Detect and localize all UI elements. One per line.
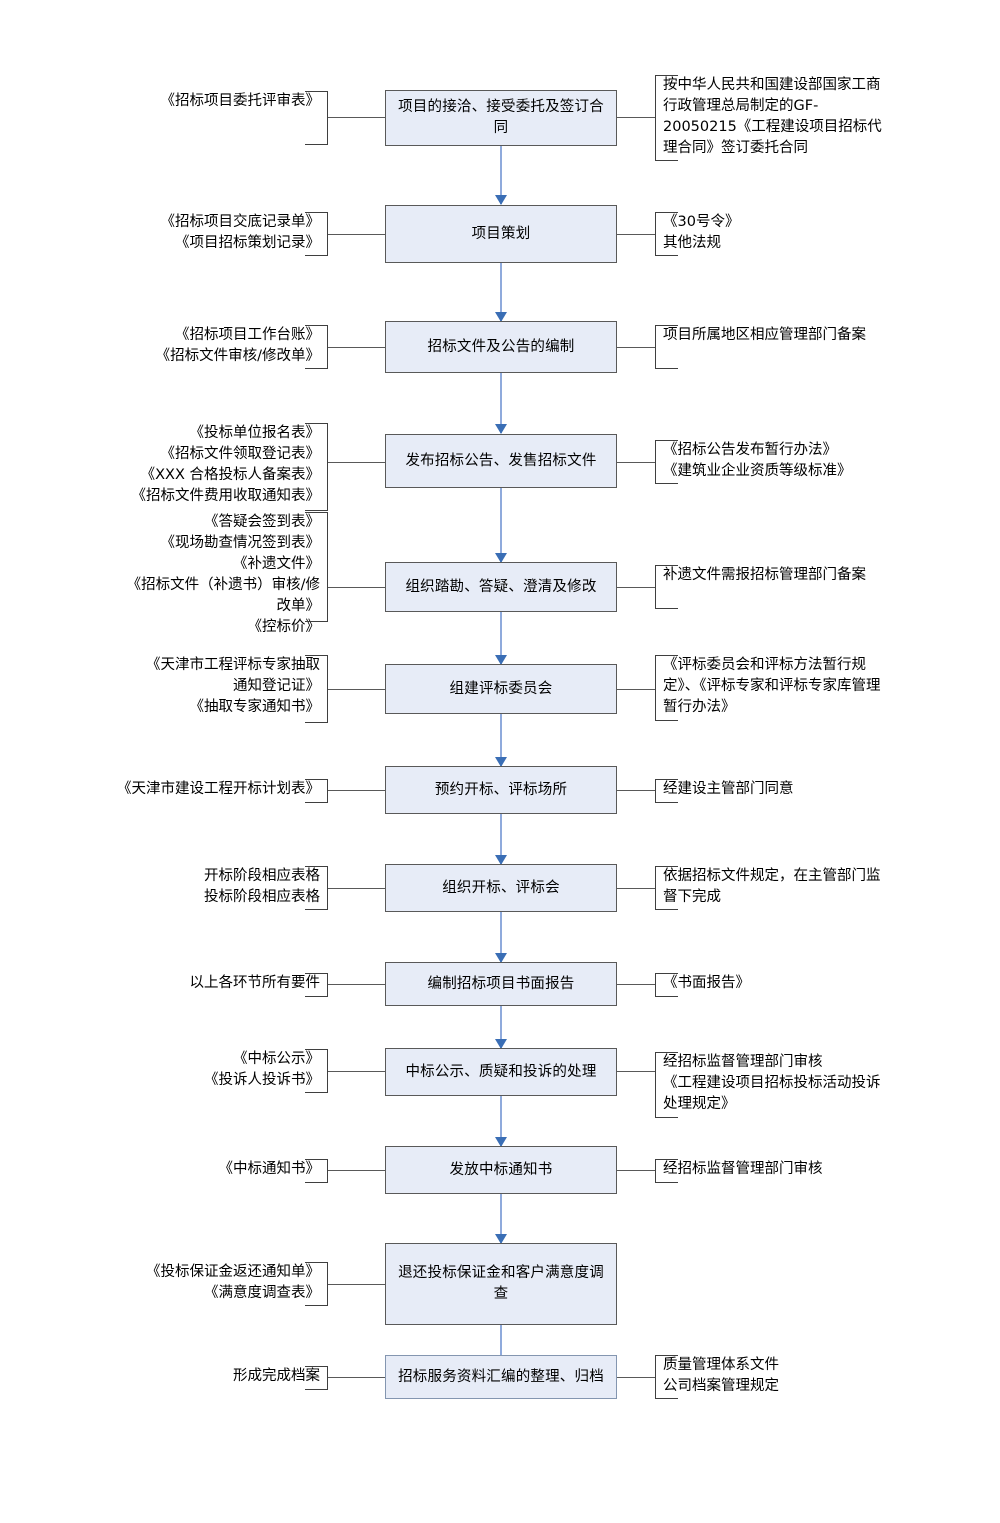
- connector-left-step-5: [328, 587, 385, 589]
- annotation-note-step-10: 经招标监督管理部门审核 《工程建设项目招标投标活动投诉处理规定》: [655, 1052, 891, 1119]
- connector-right-step-13: [617, 1377, 655, 1379]
- arrow-step-6-to-7: [500, 714, 503, 766]
- annotation-note-step-4: 《招标公告发布暂行办法》 《建筑业企业资质等级标准》: [655, 440, 891, 485]
- annotation-input-step-6: 《天津市工程评标专家抽取通知登记证》 《抽取专家通知书》: [140, 655, 328, 724]
- connector-right-step-6: [617, 689, 655, 691]
- arrow-step-11-to-12: [500, 1194, 503, 1243]
- connector-left-step-9: [328, 984, 385, 986]
- annotation-note-step-8: 依据招标文件规定，在主管部门监督下完成: [655, 866, 891, 911]
- connector-right-step-9: [617, 984, 655, 986]
- process-node-step-6[interactable]: 组建评标委员会: [385, 664, 617, 714]
- annotation-note-step-1: 按中华人民共和国建设部国家工商行政管理总局制定的GF-20050215《工程建设…: [655, 75, 891, 162]
- process-node-step-8[interactable]: 组织开标、评标会: [385, 864, 617, 912]
- process-node-step-13[interactable]: 招标服务资料汇编的整理、归档: [385, 1355, 617, 1399]
- process-node-step-9[interactable]: 编制招标项目书面报告: [385, 962, 617, 1006]
- process-node-step-5[interactable]: 组织踏勘、答疑、澄清及修改: [385, 562, 617, 612]
- connector-right-step-2: [617, 234, 655, 236]
- annotation-input-step-1: 《招标项目委托评审表》: [150, 91, 328, 146]
- annotation-input-step-7: 《天津市建设工程开标计划表》: [106, 779, 328, 804]
- connector-left-step-3: [328, 347, 385, 349]
- connector-right-step-11: [617, 1170, 655, 1172]
- process-node-step-12[interactable]: 退还投标保证金和客户满意度调查: [385, 1243, 617, 1325]
- annotation-input-step-3: 《招标项目工作台账》 《招标文件审核/修改单》: [138, 325, 328, 370]
- connector-left-step-6: [328, 689, 385, 691]
- process-node-step-3[interactable]: 招标文件及公告的编制: [385, 321, 617, 373]
- annotation-note-step-6: 《评标委员会和评标方法暂行规定》、《评标专家和评标专家库管理暂行办法》: [655, 655, 891, 722]
- connector-left-step-1: [328, 117, 385, 119]
- connector-left-step-12: [328, 1284, 385, 1286]
- arrow-step-2-to-3: [500, 263, 503, 321]
- annotation-note-step-13: 质量管理体系文件 公司档案管理规定: [655, 1355, 891, 1400]
- process-node-step-11[interactable]: 发放中标通知书: [385, 1146, 617, 1194]
- connector-left-step-2: [328, 234, 385, 236]
- connector-right-step-8: [617, 888, 655, 890]
- annotation-input-step-9: 以上各环节所有要件: [176, 973, 328, 998]
- arrow-step-9-to-10: [500, 1006, 503, 1048]
- annotation-input-step-5: 《答疑会签到表》 《现场勘查情况签到表》 《补遗文件》 《招标文件（补遗书）审核…: [120, 512, 328, 635]
- annotation-input-step-8: 开标阶段相应表格 投标阶段相应表格: [166, 866, 328, 911]
- arrow-step-3-to-4: [500, 373, 503, 433]
- process-node-step-10[interactable]: 中标公示、质疑和投诉的处理: [385, 1048, 617, 1096]
- connector-right-step-7: [617, 790, 655, 792]
- connector-left-step-7: [328, 790, 385, 792]
- annotation-input-step-10: 《中标公示》 《投诉人投诉书》: [160, 1049, 328, 1094]
- connector-left-step-10: [328, 1071, 385, 1073]
- annotation-input-step-4: 《投标单位报名表》 《招标文件领取登记表》 《XXX 合格投标人备案表》 《招标…: [120, 423, 328, 512]
- annotation-note-step-3: 项目所属地区相应管理部门备案: [655, 325, 891, 370]
- annotation-note-step-5: 补遗文件需报招标管理部门备案: [655, 565, 891, 610]
- connector-right-step-3: [617, 347, 655, 349]
- connector-left-step-8: [328, 888, 385, 890]
- connector-left-step-4: [328, 462, 385, 464]
- connector-right-step-4: [617, 462, 655, 464]
- process-node-step-7[interactable]: 预约开标、评标场所: [385, 766, 617, 814]
- arrow-step-12-to-13: [500, 1325, 503, 1377]
- connector-right-step-5: [617, 587, 655, 589]
- annotation-note-step-2: 《30号令》 其他法规: [655, 212, 891, 257]
- process-node-step-4[interactable]: 发布招标公告、发售招标文件: [385, 434, 617, 488]
- arrow-step-1-to-2: [500, 146, 503, 204]
- annotation-input-step-11: 《中标通知书》: [190, 1159, 328, 1184]
- annotation-note-step-11: 经招标监督管理部门审核: [655, 1159, 891, 1184]
- annotation-input-step-2: 《招标项目交底记录单》 《项目招标策划记录》: [140, 212, 328, 257]
- connector-right-step-10: [617, 1071, 655, 1073]
- annotation-input-step-13: 形成完成档案: [228, 1366, 328, 1391]
- connector-left-step-13: [328, 1377, 385, 1379]
- arrow-step-7-to-8: [500, 814, 503, 864]
- annotation-input-step-12: 《投标保证金返还通知单》 《满意度调查表》: [132, 1262, 328, 1307]
- annotation-note-step-7: 经建设主管部门同意: [655, 779, 891, 804]
- arrow-step-4-to-5: [500, 488, 503, 562]
- arrow-step-8-to-9: [500, 912, 503, 962]
- process-node-step-1[interactable]: 项目的接洽、接受委托及签订合同: [385, 90, 617, 146]
- arrow-step-10-to-11: [500, 1096, 503, 1146]
- arrow-step-5-to-6: [500, 612, 503, 664]
- process-node-step-2[interactable]: 项目策划: [385, 205, 617, 263]
- connector-left-step-11: [328, 1170, 385, 1172]
- annotation-note-step-9: 《书面报告》: [655, 973, 891, 998]
- connector-right-step-1: [617, 117, 655, 119]
